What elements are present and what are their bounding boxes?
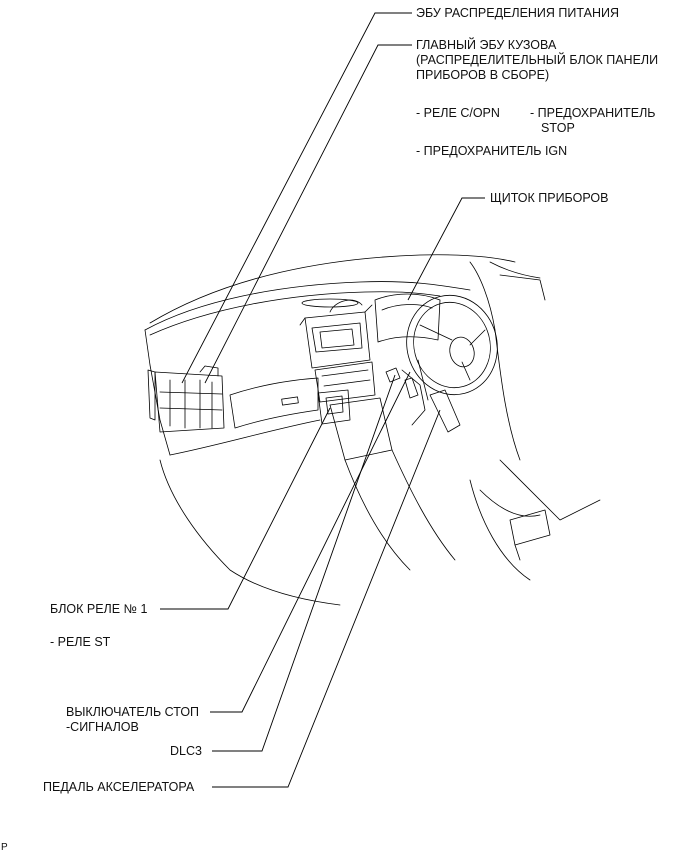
label-relay-st: - РЕЛЕ ST bbox=[50, 635, 111, 649]
label-fuse-stop-line1: - ПРЕДОХРАНИТЕЛЬ bbox=[530, 106, 656, 120]
glovebox bbox=[229, 377, 319, 429]
label-main-body-ecu-line2: (РАСПРЕДЕЛИТЕЛЬНЫЙ БЛОК ПАНЕЛИ bbox=[416, 53, 659, 67]
corner-mark: P bbox=[1, 842, 8, 853]
dashboard-top-outline bbox=[144, 281, 471, 331]
label-fuse-ign: - ПРЕДОХРАНИТЕЛЬ IGN bbox=[416, 144, 568, 158]
label-relay-block-1: БЛОК РЕЛЕ № 1 bbox=[50, 602, 148, 616]
leader-relay-block bbox=[160, 407, 331, 610]
label-accel-pedal: ПЕДАЛЬ АКСЕЛЕРАТОРА bbox=[43, 780, 195, 794]
label-power-dist-ecu: ЭБУ РАСПРЕДЕЛЕНИЯ ПИТАНИЯ bbox=[416, 6, 619, 20]
dlc3-connector bbox=[385, 367, 401, 383]
leader-instrument-cluster bbox=[407, 197, 485, 301]
relay-block bbox=[317, 389, 351, 425]
center-console bbox=[304, 311, 371, 369]
label-main-body-ecu-line1: ГЛАВНЫЙ ЭБУ КУЗОВА bbox=[416, 38, 557, 52]
leader-dlc3 bbox=[212, 374, 396, 752]
windshield-line bbox=[149, 254, 516, 324]
leader-power-dist-ecu bbox=[181, 12, 412, 384]
steering-wheel bbox=[406, 294, 498, 396]
leader-main-body-ecu bbox=[204, 44, 412, 384]
accelerator-pedal-shape bbox=[429, 389, 461, 433]
leader-stop-switch bbox=[210, 371, 411, 713]
label-fuse-stop-line2: STOP bbox=[541, 121, 575, 135]
label-stop-switch-line2: -СИГНАЛОВ bbox=[66, 720, 139, 734]
label-dlc3: DLC3 bbox=[170, 744, 202, 758]
junction-block bbox=[154, 371, 225, 433]
label-relay-copn: - РЕЛЕ C/OPN bbox=[416, 106, 500, 120]
label-instrument-cluster: ЩИТОК ПРИБОРОВ bbox=[490, 191, 609, 205]
brake-pedal bbox=[404, 377, 419, 399]
label-main-body-ecu-line3: ПРИБОРОВ В СБОРЕ) bbox=[416, 68, 550, 82]
label-stop-switch-line1: ВЫКЛЮЧАТЕЛЬ СТОП bbox=[66, 705, 200, 719]
instrument-cluster-shape bbox=[374, 293, 441, 343]
leader-accel-pedal bbox=[212, 409, 441, 788]
